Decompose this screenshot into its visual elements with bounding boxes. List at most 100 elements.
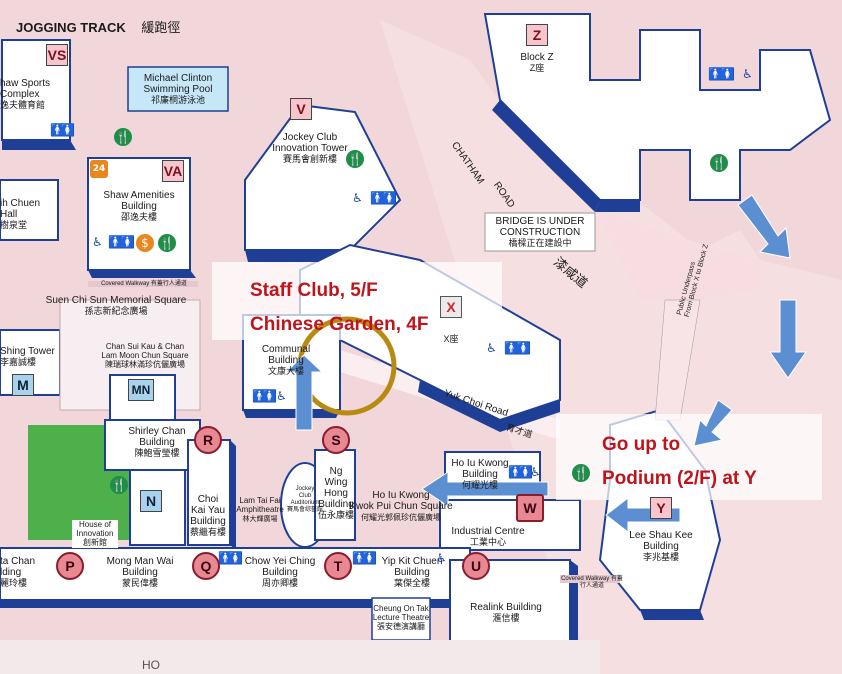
building-marker-w: W: [516, 494, 544, 522]
wheelchair-icon: ♿: [92, 235, 103, 249]
shirley-chan-building-label: Shirley Chan Building 陳鮑雪瑩樓: [112, 426, 202, 459]
building-letter-m: M: [12, 374, 34, 396]
wheelchair-icon: ♿: [276, 389, 287, 403]
swimming-pool-zh: 祁廉桐游泳池: [150, 95, 205, 105]
building-marker-p: P: [56, 552, 84, 580]
vs-en-line1: haw Sports: [0, 78, 51, 89]
shaw-amenities-label: Shaw Amenities Building 邵逸夫樓: [88, 190, 190, 223]
building-marker-t: T: [324, 552, 352, 580]
chan-sui-kau-square-label: Chan Sui Kau & Chan Lam Moon Chun Square…: [90, 342, 200, 370]
chinese-garden-annotation: Chinese Garden, 4F: [250, 314, 429, 335]
building-letter-mn: MN: [128, 379, 154, 401]
va-en-line1: Shaw Amenities: [103, 190, 175, 201]
dining-icon: 🍴: [346, 150, 364, 168]
covered-walkway-label: Covered Walkway 有蓋行人通道: [101, 281, 187, 287]
toilet-icon: 🚺: [60, 123, 75, 137]
toilet-icon: 🚺: [720, 67, 735, 81]
ykc-en-line2: Building: [394, 567, 430, 578]
choi-en-line2: Kai Yau: [190, 505, 226, 516]
cyc-en-line1: Chow Yei Ching: [244, 556, 316, 567]
cot-en-line2: Lecture Theatre: [372, 613, 430, 622]
v-zh: 賽馬會創新樓: [282, 154, 337, 164]
industrial-centre-label: Industrial Centre 工業中心: [440, 526, 536, 548]
swimming-pool-en: Michael Clinton Swimming Pool: [143, 73, 213, 95]
building-letter-v: V: [290, 98, 312, 120]
auditorium-en-line2: Club: [298, 493, 312, 499]
ho-en-line2: Building: [462, 469, 498, 480]
kwok-en-line2: Kwok Pui Chun Square: [349, 501, 453, 512]
ng-en-line4: Building: [318, 499, 354, 510]
ho-iu-kwong-building-label: Ho Iu Kwong Building 何耀光樓: [448, 458, 512, 491]
building-letter-n: N: [140, 490, 162, 512]
house-en-line2: Innovation: [76, 529, 114, 538]
lam-en-line2: Amphitheatre: [236, 505, 284, 514]
lam-tai-fai-amphitheatre-label: Lam Tai Fai Amphitheatre 林大輝廣場: [232, 496, 288, 525]
vs-en-line2: Complex: [0, 89, 40, 100]
building-marker-u: U: [462, 552, 490, 580]
covered-walkway-label-2: Covered Walkway 有蓋行人通道: [561, 576, 623, 589]
mmw-en-line1: Mong Man Wai: [106, 556, 174, 567]
realink-building-label: Realink Building 滙信樓: [456, 602, 556, 624]
building-letter-z: Z: [526, 24, 548, 46]
toilet-icon: 🚹: [352, 551, 367, 565]
dining-icon: 🍴: [572, 464, 590, 482]
dining-icon: 🍴: [110, 476, 128, 494]
toilet-icon: 🚹: [504, 341, 519, 355]
auditorium-zh: 賽馬會綜藝館: [286, 507, 323, 513]
hall-zh: 樹泉堂: [0, 220, 28, 230]
auditorium-en-line3: Auditorium: [290, 500, 320, 506]
communal-en-line1: Communal: [261, 344, 311, 355]
toilet-icon: 🚹: [108, 235, 123, 249]
chow-yei-ching-building-label: Chow Yei Ching Building 周亦卿樓: [240, 556, 320, 589]
toilet-icon: 🚺: [228, 551, 243, 565]
shirley-en-line2: Building: [139, 437, 175, 448]
chan-sui-kau-zh: 陳瑞球林滿珍伉儷廣場: [105, 360, 185, 369]
jogging-track-zh: 緩跑徑: [141, 20, 181, 35]
shirley-zh: 陳鮑雪瑩樓: [134, 448, 180, 458]
ykc-zh: 葉傑全樓: [393, 578, 430, 588]
toilet-icon: 🚺: [516, 341, 531, 355]
wheelchair-icon: ♿: [742, 67, 753, 81]
auditorium-en-line1: Jockey: [295, 486, 315, 492]
z-en: Block Z: [520, 52, 554, 63]
ng-wing-hong-building-label: Ng Wing Hong Building 伍永康樓: [315, 466, 357, 521]
cheung-on-tak-theatre-label: Cheung On Tak Lecture Theatre 張安德演講廳: [372, 604, 430, 632]
building-marker-r: R: [194, 426, 222, 454]
realink-zh: 滙信樓: [492, 613, 520, 623]
mmw-en-line2: Building: [122, 567, 158, 578]
v-en-line2: Innovation Tower: [272, 143, 348, 154]
wheelchair-icon: ♿: [486, 341, 497, 355]
block-z-label: Block Z Z座: [505, 52, 569, 74]
lam-zh: 林大輝廣場: [242, 516, 278, 523]
lee-shau-kee-building-label: Lee Shau Kee Building 李兆基樓: [624, 530, 698, 563]
hall-en: ih Chuen Hall: [0, 198, 41, 220]
house-of-innovation-label: House of Innovation 創新館: [72, 520, 118, 548]
bridge-construction-label: BRIDGE IS UNDER CONSTRUCTION 橋樑正在建設中: [485, 216, 595, 249]
staff-club-annotation: Staff Club, 5/F: [250, 280, 378, 301]
chan-building-label: ta Chan lding 麗玲樓: [0, 556, 48, 589]
shirley-en-line1: Shirley Chan: [128, 426, 186, 437]
wheelchair-icon: ♿: [352, 191, 363, 205]
z-zh: Z座: [529, 63, 545, 73]
building-marker-q: Q: [192, 552, 220, 580]
vs-zh: 逸夫體育館: [0, 100, 46, 110]
toilet-icon: 🚹: [50, 123, 65, 137]
cyc-en-line2: Building: [262, 567, 298, 578]
ho-zh: 何耀光樓: [461, 480, 498, 490]
choi-zh: 蔡繼有樓: [189, 527, 226, 537]
wheelchair-icon: ♿: [530, 465, 541, 479]
industrial-zh: 工業中心: [469, 537, 506, 547]
ho-en-line1: Ho Iu Kwong: [451, 458, 509, 469]
ng-zh: 伍永康樓: [317, 510, 354, 520]
kwok-zh: 何耀光郭佩珍伉儷廣場: [361, 513, 441, 522]
lam-en-line1: Lam Tai Fai: [239, 496, 281, 505]
bottom-road-label: HO: [142, 658, 160, 672]
house-zh: 創新館: [83, 538, 107, 547]
v-en-line1: Jockey Club: [282, 132, 338, 143]
toilet-icon: 🚺: [120, 235, 135, 249]
communal-building-label: Communal Building 文康大樓: [256, 344, 316, 377]
ng-en-line3: Hong: [324, 488, 348, 499]
ng-en-line2: Wing: [324, 477, 348, 488]
annotation-backdrop-right: [556, 414, 822, 500]
